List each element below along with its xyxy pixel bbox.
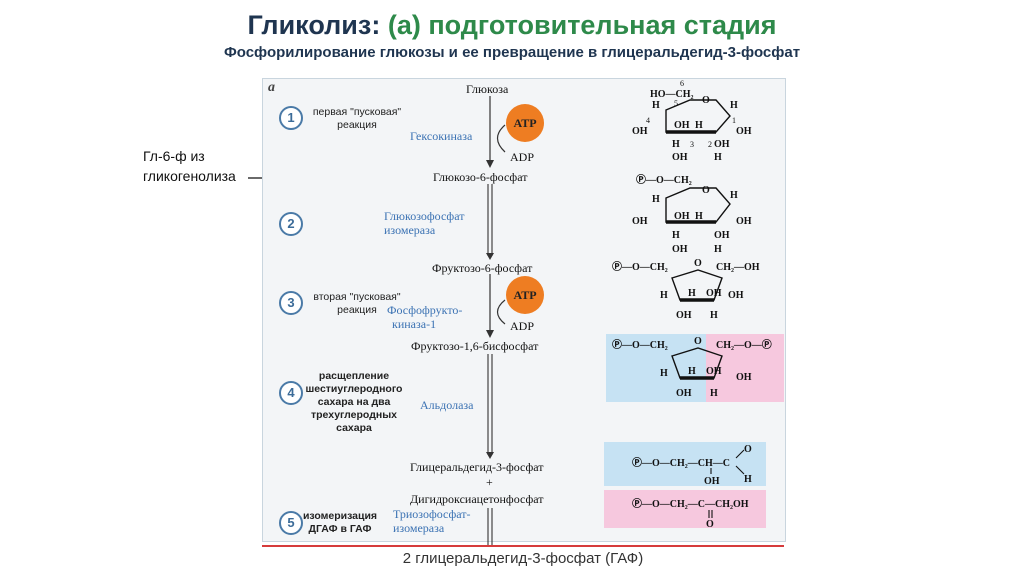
atp-circle-2: ATP [506,276,544,314]
step-5-text: изомеризация ДГАФ в ГАФ [302,510,378,535]
page-subtitle: Фосфорилирование глюкозы и ее превращени… [223,44,801,61]
title-main: Гликолиз: [247,10,381,40]
metabolite-dihydroxyacetone-phosphate: Дигидроксиацетонфосфат [410,492,544,506]
enzyme-isomerase-line2: изомераза [384,223,436,237]
enzyme-aldolase: Альдолаза [420,398,474,412]
panel-letter: а [268,80,275,95]
step-1-text: первая "пусковая" реакция [312,106,402,131]
plus-sign: + [486,475,493,489]
step-1-number: 1 [279,106,303,130]
highlight-pink-dhap [604,490,766,528]
enzyme-tpi-line2: изомераза [393,521,445,535]
highlight-blue-gap [604,442,766,486]
metabolite-fructose-1-6-bisphosphate: Фруктозо-1,6-бисфосфат [411,339,539,353]
enzyme-tpi-line1: Триозофосфат- [393,507,471,521]
enzyme-pfk-line2: киназа-1 [392,317,437,331]
step-3-number: 3 [279,291,303,315]
step-5-number: 5 [279,511,303,535]
adp-label-2: ADP [510,319,535,333]
step-4-number: 4 [279,381,303,405]
step-4-text: расщепление шестиуглеродного сахара на д… [305,370,403,434]
title-sub: (а) подготовительная стадия [387,10,777,40]
side-note-line2: гликогенолиза [143,168,236,184]
side-note-line1: Гл-6-ф из [143,148,205,164]
footer-divider [262,545,784,547]
page-title: Гликолиз: (а) подготовительная стадия [0,10,1024,41]
step-2-number: 2 [279,212,303,236]
enzyme-hexokinase: Гексокиназа [410,129,473,143]
metabolite-glucose-6-phosphate: Глюкозо-6-фосфат [433,170,528,184]
adp-label-1: ADP [510,150,535,164]
atp-circle-1: ATP [506,104,544,142]
highlight-blue-f16bp [606,334,706,402]
metabolite-fructose-6-phosphate: Фруктозо-6-фосфат [432,261,533,275]
footer-caption: 2 глицеральдегид-3-фосфат (ГАФ) [402,550,644,567]
side-note: Гл-6-ф из гликогенолиза [143,146,273,186]
enzyme-pfk-line1: Фосфофрукто- [387,303,463,317]
highlight-pink-f16bp [706,334,784,402]
step-3-text: вторая "пусковая" реакция [313,291,401,316]
metabolite-glucose: Глюкоза [466,82,509,96]
metabolite-glyceraldehyde-3-phosphate: Глицеральдегид-3-фосфат [410,460,544,474]
enzyme-isomerase-line1: Глюкозофосфат [384,209,465,223]
